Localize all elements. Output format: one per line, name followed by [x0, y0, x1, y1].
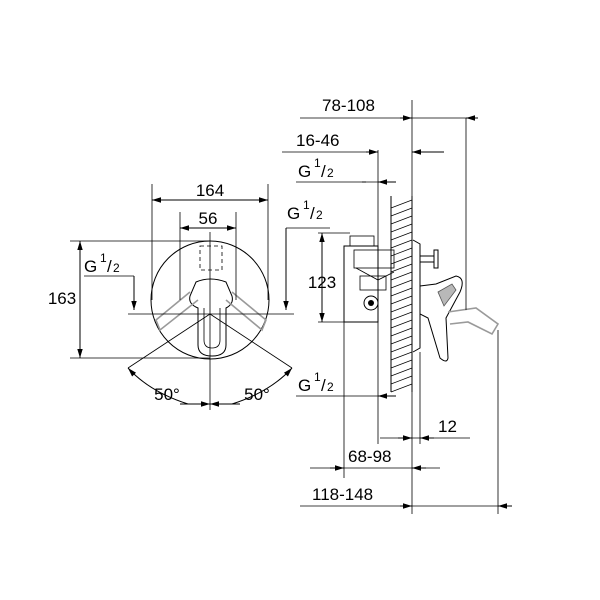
dim-16-46: 16-46	[296, 131, 339, 150]
svg-text:/: /	[321, 162, 326, 181]
svg-text:2: 2	[113, 261, 120, 275]
wall-hatch-line	[390, 239, 413, 249]
wall-hatch	[390, 196, 413, 393]
wall-hatch-line	[390, 327, 413, 337]
svg-text:G: G	[298, 376, 311, 395]
wall-hatch-line	[390, 295, 413, 305]
wall-hatch-line	[390, 223, 413, 233]
side-view: 78-108 16-46 G 1 / 2 123 G 1 / 2	[282, 96, 512, 514]
wall-hatch-line	[390, 279, 413, 289]
dim-164: 164	[196, 181, 224, 200]
wall-hatch-line	[390, 383, 413, 393]
dim-12: 12	[438, 417, 457, 436]
svg-text:/: /	[107, 257, 112, 276]
svg-text:2: 2	[316, 208, 323, 222]
svg-text:1: 1	[303, 198, 310, 212]
diverter-knob	[419, 255, 435, 263]
handle-inner	[203, 308, 221, 349]
svg-text:G: G	[298, 162, 311, 181]
handle-outline	[189, 278, 233, 357]
wall-hatch-line	[390, 263, 413, 273]
wall-hatch-line	[390, 311, 413, 321]
dim-78-108: 78-108	[322, 96, 375, 115]
dim-56: 56	[199, 209, 218, 228]
svg-text:G: G	[287, 204, 300, 223]
rosette	[412, 239, 421, 353]
wall-hatch-line	[390, 343, 413, 353]
lever-ghost-left	[155, 291, 199, 332]
angle-left: 50°	[154, 385, 180, 404]
svg-text:1: 1	[100, 251, 107, 265]
wall-hatch-line	[390, 303, 413, 313]
dim-118-148: 118-148	[312, 485, 373, 504]
wall-hatch-line	[390, 359, 413, 369]
dim-68-98: 68-98	[348, 447, 391, 466]
wall-hatch-line	[390, 335, 413, 345]
wall-hatch-line	[390, 351, 413, 361]
wall-hatch-line	[390, 287, 413, 297]
thread-label-top: G 1 / 2	[298, 156, 334, 181]
thread-label-left: G 1 / 2	[84, 251, 120, 276]
wall-hatch-line	[390, 255, 413, 265]
svg-text:2: 2	[327, 166, 334, 180]
thread-label-bottom: G 1 / 2	[298, 370, 334, 395]
wall-hatch-line	[390, 319, 413, 329]
wall-hatch-line	[390, 367, 413, 377]
dim-163: 163	[48, 289, 76, 308]
lever	[419, 275, 463, 362]
wall-hatch-line	[390, 231, 413, 241]
lever-ghost-right	[225, 291, 267, 332]
wall-hatch-line	[390, 247, 413, 257]
svg-text:/: /	[310, 204, 315, 223]
svg-text:2: 2	[327, 380, 334, 394]
diverter-outline	[199, 245, 223, 271]
svg-text:G: G	[84, 257, 97, 276]
angle-right: 50°	[244, 385, 270, 404]
wall-hatch-line	[390, 271, 413, 281]
svg-text:/: /	[321, 376, 326, 395]
wall-hatch-line	[390, 207, 413, 217]
wall-hatch-line	[390, 199, 413, 209]
wall-hatch-line	[390, 375, 413, 385]
cartridge	[353, 249, 395, 269]
thread-label-right: G 1 / 2	[287, 198, 323, 223]
svg-text:1: 1	[314, 156, 321, 170]
bottom-port	[363, 295, 379, 311]
front-view: 164 56 163 G 1 / 2 G 1 / 2	[48, 181, 330, 410]
svg-text:1: 1	[314, 370, 321, 384]
dim-123: 123	[308, 273, 336, 292]
mixer-body	[343, 245, 379, 323]
lever-ghost	[447, 307, 500, 336]
wall-hatch-line	[390, 215, 413, 225]
